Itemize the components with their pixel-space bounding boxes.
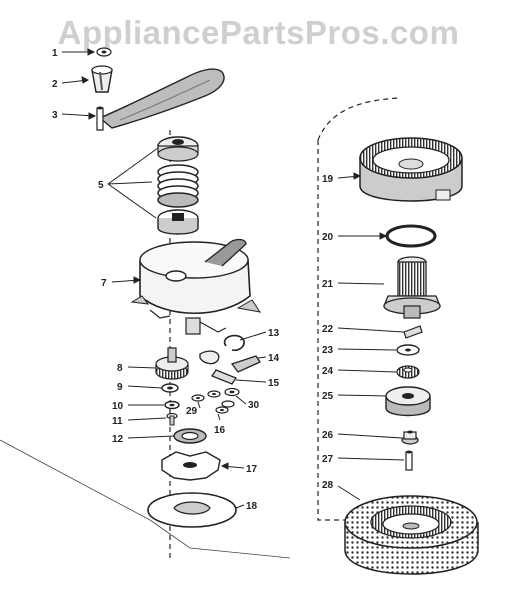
- part-22-pin[interactable]: [403, 325, 423, 339]
- label-part-24: 24: [322, 366, 334, 377]
- part-8-gear[interactable]: [155, 347, 189, 380]
- part-11-screw[interactable]: [166, 412, 178, 426]
- part-26-nut[interactable]: [401, 430, 419, 445]
- label-part-9: 9: [117, 382, 123, 393]
- label-part-1: 1: [52, 48, 58, 59]
- part-23-washer[interactable]: [396, 344, 420, 356]
- label-part-26: 26: [322, 430, 334, 441]
- label-part-17: 17: [246, 464, 258, 475]
- label-part-23: 23: [322, 345, 334, 356]
- label-part-14: 14: [268, 353, 280, 364]
- label-part-8: 8: [117, 363, 123, 374]
- label-part-29: 29: [186, 406, 198, 417]
- label-part-12: 12: [112, 434, 124, 445]
- watermark-text: AppliancePartsPros.com: [57, 14, 460, 51]
- label-part-13: 13: [268, 328, 280, 339]
- label-part-22: 22: [322, 324, 334, 335]
- label-part-11: 11: [112, 416, 123, 427]
- part-13-clip[interactable]: [223, 334, 245, 352]
- label-part-5: 5: [98, 180, 104, 191]
- assembly-guide-lines: [0, 97, 401, 560]
- label-part-25: 25: [322, 391, 334, 402]
- part-30-washer[interactable]: [221, 387, 240, 408]
- part-1-nut[interactable]: [96, 47, 112, 57]
- part-18-base-plate[interactable]: [147, 492, 237, 528]
- part-25-hub[interactable]: [385, 386, 431, 417]
- label-part-15: 15: [268, 378, 280, 389]
- label-part-16: 16: [214, 425, 226, 436]
- label-part-21: 21: [322, 279, 334, 290]
- leader-lines: [61, 48, 405, 509]
- label-part-20: 20: [322, 232, 334, 243]
- part-28-knurled-drum[interactable]: [344, 495, 479, 575]
- part-20-o-ring[interactable]: [385, 224, 437, 248]
- part-10-washer[interactable]: [164, 400, 180, 410]
- label-part-18: 18: [246, 501, 258, 512]
- label-part-27: 27: [322, 454, 334, 465]
- part-27-pin[interactable]: [405, 450, 413, 471]
- part-19-ring-gear[interactable]: [359, 137, 463, 202]
- part-labels: 1 2 3 5 7 8 9 10 11 12 13 14 15 16 17 18…: [52, 48, 334, 512]
- part-5-recoil-spring-assembly[interactable]: [157, 136, 199, 235]
- part-12-ring[interactable]: [173, 428, 207, 444]
- label-part-10: 10: [112, 401, 124, 412]
- label-part-28: 28: [322, 480, 334, 491]
- label-part-7: 7: [101, 278, 107, 289]
- part-16-washer[interactable]: [207, 390, 229, 414]
- part-3-crank-handle[interactable]: [96, 68, 225, 131]
- part-7-housing-cover[interactable]: [130, 238, 262, 335]
- part-17-star-plate[interactable]: [161, 451, 221, 481]
- part-2-knob[interactable]: [91, 65, 113, 93]
- label-part-19: 19: [322, 174, 334, 185]
- label-part-3: 3: [52, 110, 58, 121]
- part-29-washer[interactable]: [191, 394, 205, 402]
- label-part-2: 2: [52, 79, 58, 90]
- part-24-small-gear[interactable]: [396, 365, 420, 379]
- part-15-pawl[interactable]: [211, 369, 237, 385]
- label-part-30: 30: [248, 400, 260, 411]
- part-9-washer[interactable]: [161, 383, 179, 393]
- part-21-drive-cylinder[interactable]: [383, 256, 441, 319]
- part-14-pawl[interactable]: [199, 350, 261, 373]
